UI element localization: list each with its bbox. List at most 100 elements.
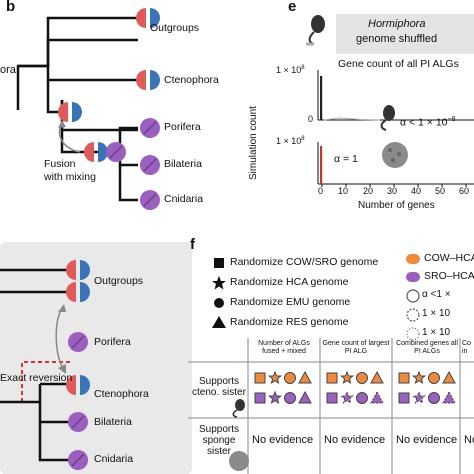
taxon-label: Cnidaria — [164, 193, 204, 205]
histogram-bar — [320, 76, 323, 120]
fusion-node-icon — [84, 142, 126, 162]
evidence-symbol — [326, 372, 338, 384]
x-tick-label: 30 — [387, 186, 398, 196]
taxon-label: Porifera — [164, 121, 201, 133]
no-evidence-cell: No evidence — [396, 434, 458, 446]
taxon-label: Cnidaria — [94, 453, 134, 465]
ctenophore-icon — [232, 399, 245, 418]
square-symbol-icon — [214, 258, 224, 268]
legend-item: Randomize COW/SRO genome — [230, 256, 379, 268]
top-zero-label: 0 — [308, 114, 314, 124]
evidence-symbol — [412, 370, 426, 385]
box-title-italic: Hormiphora — [368, 18, 426, 30]
histogram-chart — [317, 70, 474, 187]
x-tick-label: 0 — [318, 186, 324, 196]
evidence-symbol — [268, 390, 282, 405]
taxon-label: Outgroups — [150, 22, 200, 34]
color-legend-item: COW–HCA — [424, 252, 474, 264]
legend-item: Randomize EMU genome — [230, 296, 351, 308]
panel-b-label: b — [6, 0, 16, 15]
taxon-label: Porifera — [94, 336, 131, 348]
no-evidence-cell: No evidence — [324, 434, 386, 446]
x-tick-label: 40 — [411, 186, 422, 196]
outgroups-tip-icon — [136, 8, 160, 28]
box-title: genome shuffled — [356, 33, 438, 45]
bottom-left-tree — [0, 260, 90, 470]
sro-hca-swatch — [406, 272, 420, 282]
ctenophore-icon — [380, 105, 395, 131]
cow-hca-swatch — [406, 254, 420, 264]
x-tick-label: 20 — [363, 186, 374, 196]
col-header: Gene count of largest PI ALG — [322, 340, 390, 355]
evidence-symbol — [326, 392, 338, 404]
panel-e-label: e — [288, 0, 297, 15]
bilateria-tip-icon — [140, 155, 160, 175]
evidence-symbol — [340, 390, 354, 405]
sponge-icon — [229, 451, 249, 471]
evidence-symbol — [442, 390, 456, 404]
histogram-bar — [320, 146, 323, 184]
legend-item: Randomize RES genome — [230, 316, 349, 328]
cnidaria-tip-icon — [140, 190, 160, 210]
alpha-legend-item: 1 × 10 — [422, 308, 451, 319]
col-header: Co in — [462, 340, 471, 355]
evidence-symbol — [298, 390, 312, 404]
ctenophora-tip-icon — [136, 70, 160, 90]
col-header: Number of ALGs fused + mixed — [258, 340, 310, 355]
alpha-top-label: α < 1 × 10−8 — [400, 116, 456, 129]
ctenophore-icon — [306, 15, 325, 46]
fusion-annotation: Fusion with mixing — [44, 158, 96, 183]
evidence-symbol — [254, 392, 266, 404]
bottom-left-panel-background — [0, 242, 192, 474]
alpha-legend-circles — [406, 289, 420, 341]
alpha-legend-item: 1 × 10 — [422, 327, 451, 338]
evidence-symbol — [284, 392, 296, 404]
taxon-label: Bilateria — [164, 158, 202, 170]
evidence-symbol — [268, 370, 282, 385]
triangle-symbol-icon — [212, 316, 226, 328]
x-tick-label: 10 — [338, 186, 349, 196]
reversion-annotation: Exact reversion — [0, 372, 73, 384]
row-header: Supports cteno. sister — [192, 376, 246, 398]
evidence-symbol — [370, 370, 384, 384]
x-axis-label: Number of genes — [358, 200, 435, 211]
no-evidence-cell: No e — [464, 434, 474, 446]
taxon-label: Outgroups — [94, 275, 144, 287]
taxon-label: Ctenophora — [164, 74, 219, 86]
evidence-table — [188, 338, 474, 474]
evidence-symbol — [428, 392, 440, 404]
x-tick-label: 50 — [435, 186, 446, 196]
taxon-label: Ctenophora — [94, 388, 149, 400]
evidence-symbol — [356, 392, 368, 404]
evidence-symbol — [412, 390, 426, 405]
row-header: Supports sponge sister — [198, 424, 240, 457]
chart-subtitle: Gene count of all PI ALGs — [338, 58, 459, 70]
y-axis-label: Simulation count — [248, 106, 259, 180]
col-header: Combined genes all PI ALGs — [396, 340, 458, 355]
bottom-tick-label: 1 × 108 — [276, 136, 305, 146]
evidence-symbol — [298, 370, 312, 384]
top-tick-label: 1 × 108 — [276, 65, 305, 75]
color-legend-item: SRO–HCA — [424, 270, 474, 282]
legend-item: Randomize HCA genome — [230, 276, 349, 288]
evidence-symbol — [356, 372, 368, 384]
panel-f-label: f — [190, 236, 195, 253]
panel-b-cut-label: ora — [0, 64, 16, 76]
evidence-symbol — [442, 370, 456, 384]
sponge-icon — [382, 142, 408, 168]
alpha-legend-item: α <1 × — [422, 289, 451, 300]
star-symbol-icon — [212, 276, 226, 290]
hormiphora-box — [336, 14, 474, 54]
evidence-symbol — [428, 372, 440, 384]
porifera-tip-icon — [140, 118, 160, 138]
internal-node-icon — [58, 102, 82, 122]
alpha-bottom-label: α = 1 — [334, 153, 358, 165]
evidence-symbol — [254, 372, 266, 384]
evidence-symbol — [340, 370, 354, 385]
evidence-symbol — [370, 390, 384, 404]
evidence-symbol — [284, 372, 296, 384]
x-tick-label: 60 — [459, 186, 470, 196]
circle-symbol-icon — [214, 298, 224, 308]
histogram-tail — [323, 117, 381, 121]
no-evidence-cell: No evidence — [252, 434, 314, 446]
